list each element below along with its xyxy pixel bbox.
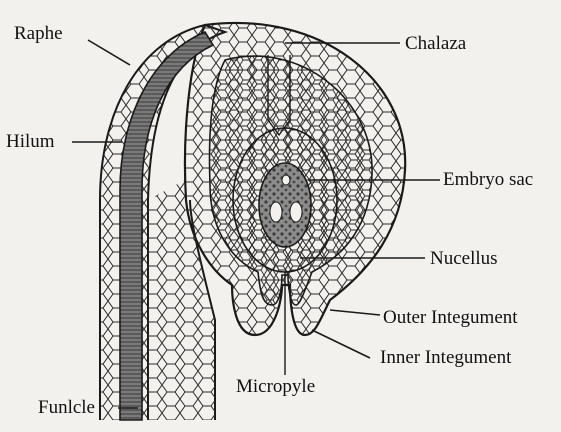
leader-raphe xyxy=(88,40,130,65)
label-funicle: Funlcle xyxy=(38,398,95,417)
label-nucellus: Nucellus xyxy=(430,249,498,268)
label-inner-integument: Inner Integument xyxy=(380,348,511,367)
label-raphe: Raphe xyxy=(14,24,63,43)
label-micropyle: Micropyle xyxy=(236,377,315,396)
leader-outer-integument xyxy=(330,310,380,315)
label-embryo-sac: Embryo sac xyxy=(443,170,533,189)
label-hilum: Hilum xyxy=(6,132,55,151)
embryo-sac xyxy=(259,163,311,247)
label-chalaza: Chalaza xyxy=(405,34,466,53)
leader-inner-integument xyxy=(312,330,370,358)
label-outer-integument: Outer Integument xyxy=(383,308,518,327)
